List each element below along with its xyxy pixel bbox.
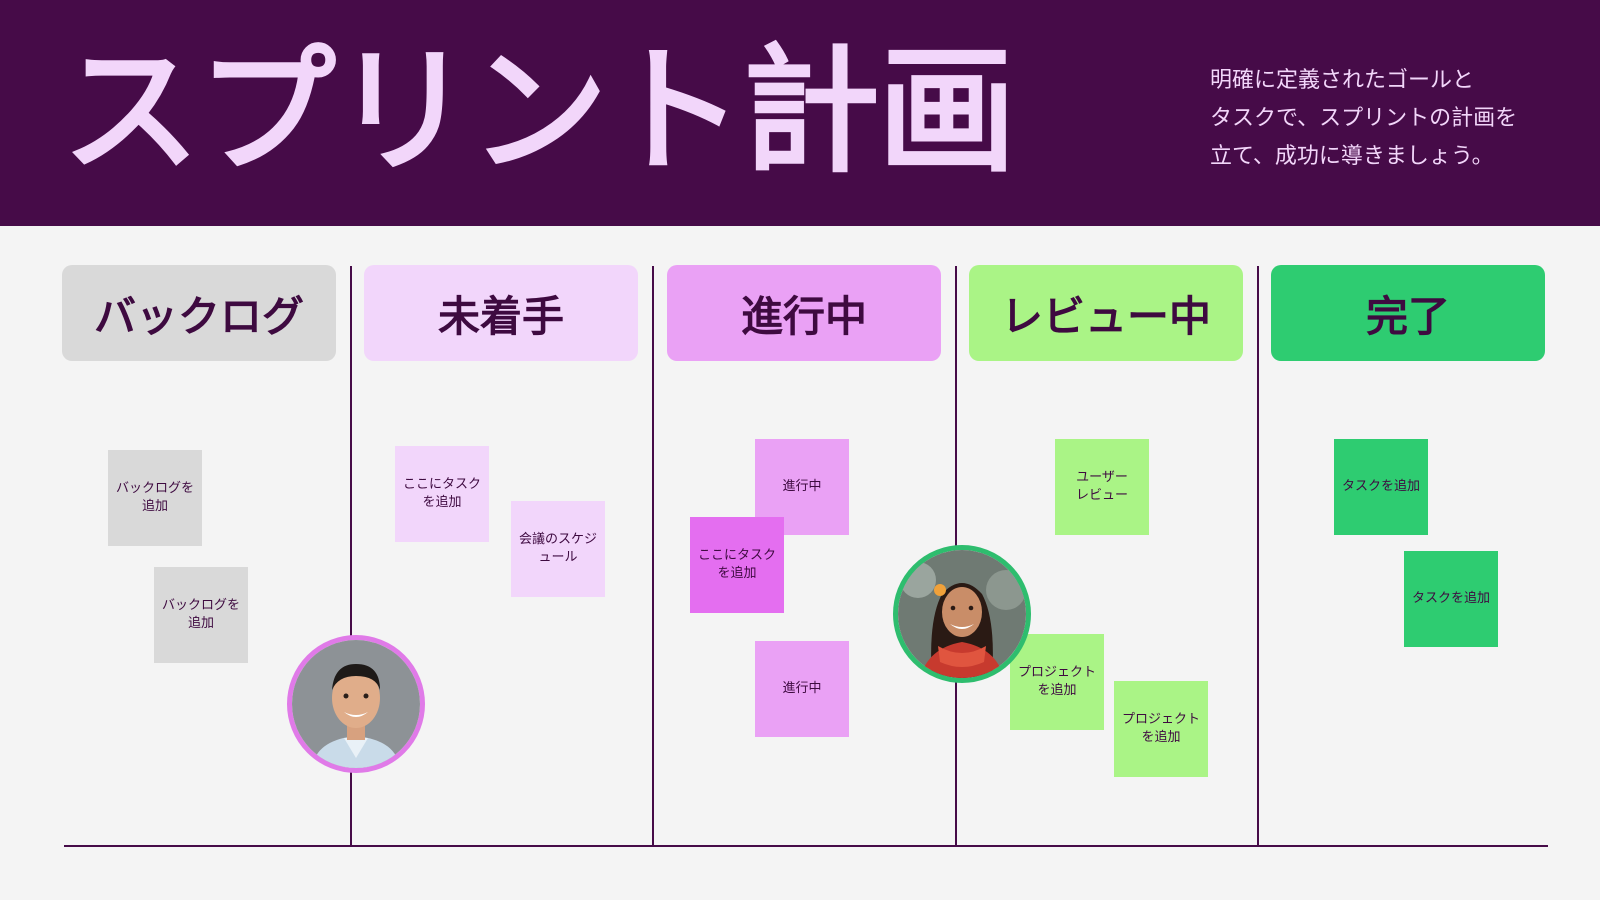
sticky-note-review-2[interactable]: プロジェクト を追加 <box>1010 634 1104 730</box>
sticky-note-in-progress-2[interactable]: ここにタスク を追加 <box>690 517 784 613</box>
column-divider <box>1257 266 1259 846</box>
column-divider <box>652 266 654 846</box>
header-banner: スプリント計画 明確に定義されたゴールと タスクで、スプリントの計画を 立て、成… <box>0 0 1600 226</box>
sticky-note-done-2[interactable]: タスクを追加 <box>1404 551 1498 647</box>
column-header-done: 完了 <box>1271 265 1545 361</box>
column-header-backlog: バックログ <box>62 265 336 361</box>
sticky-note-review-3[interactable]: プロジェクト を追加 <box>1114 681 1208 777</box>
sticky-note-todo-2[interactable]: 会議のスケジ ュール <box>511 501 605 597</box>
page-title: スプリント計画 <box>62 31 1016 192</box>
page-subtitle: 明確に定義されたゴールと タスクで、スプリントの計画を 立て、成功に導きましょう… <box>1210 68 1518 169</box>
sticky-note-backlog-2[interactable]: バックログを 追加 <box>154 567 248 663</box>
sticky-note-backlog-1[interactable]: バックログを 追加 <box>108 450 202 546</box>
sticky-note-todo-1[interactable]: ここにタスク を追加 <box>395 446 489 542</box>
man-photo-icon <box>292 640 420 768</box>
sticky-note-in-progress-3[interactable]: 進行中 <box>755 641 849 737</box>
column-divider <box>350 266 352 846</box>
column-header-todo: 未着手 <box>364 265 638 361</box>
sticky-note-in-progress-1[interactable]: 進行中 <box>755 439 849 535</box>
column-header-in-progress: 進行中 <box>667 265 941 361</box>
sticky-note-done-1[interactable]: タスクを追加 <box>1334 439 1428 535</box>
avatar-woman[interactable] <box>893 545 1031 683</box>
avatar-man[interactable] <box>287 635 425 773</box>
board-baseline <box>64 845 1548 847</box>
sticky-note-review-1[interactable]: ユーザー レビュー <box>1055 439 1149 535</box>
woman-photo-icon <box>898 550 1026 678</box>
column-header-in-review: レビュー中 <box>969 265 1243 361</box>
